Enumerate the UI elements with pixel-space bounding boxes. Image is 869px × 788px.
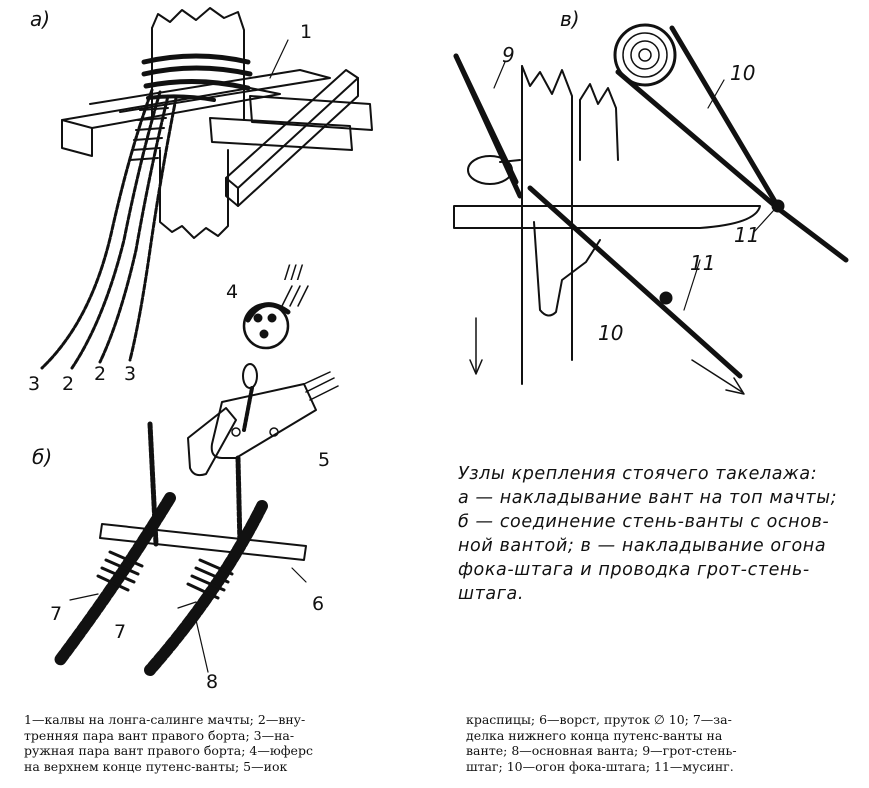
label-a-3-left: 3 bbox=[28, 373, 40, 395]
figure-caption: Узлы крепления стоячего такелажа: а — на… bbox=[458, 462, 858, 606]
panel-v-forestay bbox=[453, 23, 849, 395]
label-b-8: 8 bbox=[206, 671, 218, 690]
rigging-diagram: а) б) в) 1 3 2 2 3 4 /// 5 6 7 7 8 9 10 … bbox=[28, 7, 849, 690]
label-b-tick: /// bbox=[284, 261, 304, 283]
label-a-3-right: 3 bbox=[124, 363, 136, 385]
label-b-4: 4 bbox=[226, 281, 238, 303]
legend-line: штаг; 10—огон фока-штага; 11—мусинг. bbox=[466, 758, 734, 774]
caption-line: штага. bbox=[458, 584, 525, 604]
caption-line: а — накладывание вант на топ мачты; bbox=[458, 488, 838, 508]
legend-right: краспицы; 6—ворст, пруток ∅ 10; 7—за- де… bbox=[466, 712, 846, 774]
label-b-6: 6 bbox=[312, 593, 324, 615]
legend-line: 1—калвы на лонга-салинге мачты; 2—вну- bbox=[24, 712, 306, 727]
panel-label-a: а) bbox=[30, 7, 50, 31]
legend-left: 1—калвы на лонга-салинге мачты; 2—вну- т… bbox=[24, 712, 424, 774]
label-a-2-left: 2 bbox=[62, 373, 74, 395]
panel-b-futtock-joint bbox=[54, 285, 339, 676]
label-b-7-bottom: 7 bbox=[114, 621, 126, 643]
label-v-9: 9 bbox=[502, 43, 515, 67]
panel-label-b: б) bbox=[32, 445, 52, 469]
caption-line: Узлы крепления стоячего такелажа: bbox=[458, 464, 818, 484]
label-a-1: 1 bbox=[300, 21, 312, 43]
legend-line: ружная пара вант правого борта; 4—юферс bbox=[24, 743, 313, 758]
legend-line: делка нижнего конца путенс-ванты на bbox=[466, 727, 723, 743]
legend-line: краспицы; 6—ворст, пруток ∅ 10; 7—за- bbox=[466, 712, 732, 727]
label-v-11-top: 11 bbox=[734, 223, 759, 247]
legend-line: на верхнем конце путенс-ванты; 5—иок bbox=[24, 758, 288, 774]
label-b-5: 5 bbox=[318, 449, 330, 471]
legend-line: ванте; 8—основная ванта; 9—грот-стень- bbox=[466, 743, 737, 758]
label-a-2-right: 2 bbox=[94, 363, 106, 385]
label-v-11-bottom: 11 bbox=[690, 251, 715, 275]
caption-line: б — соединение стень-ванты с основ- bbox=[458, 512, 830, 532]
caption-line: фока-штага и проводка грот-стень- bbox=[458, 560, 810, 580]
label-v-10-top: 10 bbox=[730, 61, 755, 85]
label-b-7-top: 7 bbox=[50, 603, 62, 625]
panel-label-v: в) bbox=[560, 7, 580, 31]
panel-a-masthead bbox=[40, 7, 373, 370]
legend-line: тренняя пара вант правого борта; 3—на- bbox=[24, 727, 295, 743]
label-v-10-bottom: 10 bbox=[598, 321, 623, 345]
caption-line: ной вантой; в — накладывание огона bbox=[458, 536, 827, 556]
